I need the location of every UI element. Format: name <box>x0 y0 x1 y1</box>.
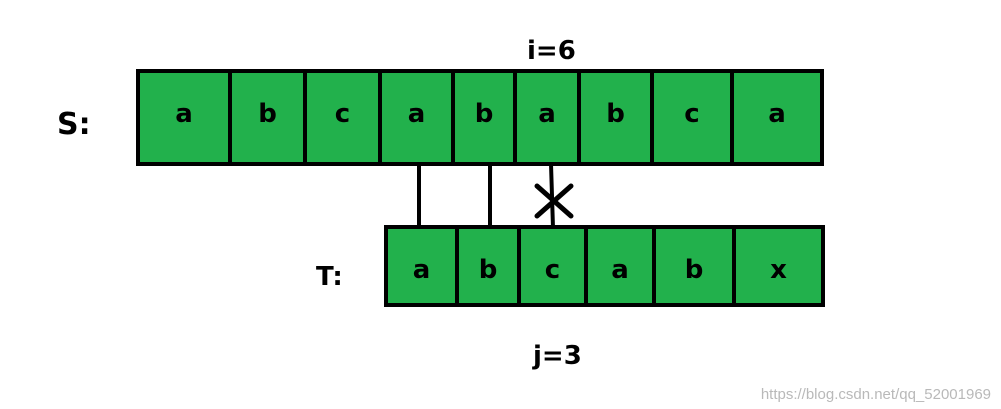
s-cell: a <box>378 69 455 166</box>
s-char: a <box>407 98 426 129</box>
s-char: a <box>768 98 786 129</box>
t-cell: b <box>455 225 521 307</box>
s-cell: a <box>730 69 824 166</box>
t-cell: x <box>732 225 825 307</box>
t-string-label: T: <box>316 262 343 292</box>
t-char: a <box>412 255 431 285</box>
s-cell: b <box>577 69 654 166</box>
s-cell: c <box>650 69 734 166</box>
t-char: c <box>544 255 561 285</box>
s-char: b <box>258 98 277 129</box>
s-char: a <box>538 98 556 129</box>
s-string-row: a b c a b a b c a <box>136 69 824 166</box>
t-char: b <box>684 255 704 285</box>
t-string-row: a b c a b x <box>384 225 825 307</box>
watermark: https://blog.csdn.net/qq_52001969 <box>760 386 991 403</box>
s-char: b <box>606 98 625 129</box>
t-cell: b <box>652 225 736 307</box>
j-pointer-label: j=3 <box>533 341 582 371</box>
mismatch-cross-icon <box>534 183 574 219</box>
s-string-label: S: <box>57 107 91 142</box>
s-cell: a <box>136 69 232 166</box>
t-cell: a <box>584 225 656 307</box>
t-cell: a <box>384 225 459 307</box>
s-char: b <box>474 98 494 129</box>
s-char: c <box>684 98 700 129</box>
s-char: c <box>334 98 351 129</box>
s-cell: b <box>228 69 307 166</box>
s-char: a <box>175 98 193 129</box>
t-char: b <box>478 255 498 285</box>
t-char: x <box>770 255 787 285</box>
t-char: a <box>611 255 629 285</box>
i-pointer-label: i=6 <box>527 36 576 66</box>
t-cell: c <box>517 225 588 307</box>
